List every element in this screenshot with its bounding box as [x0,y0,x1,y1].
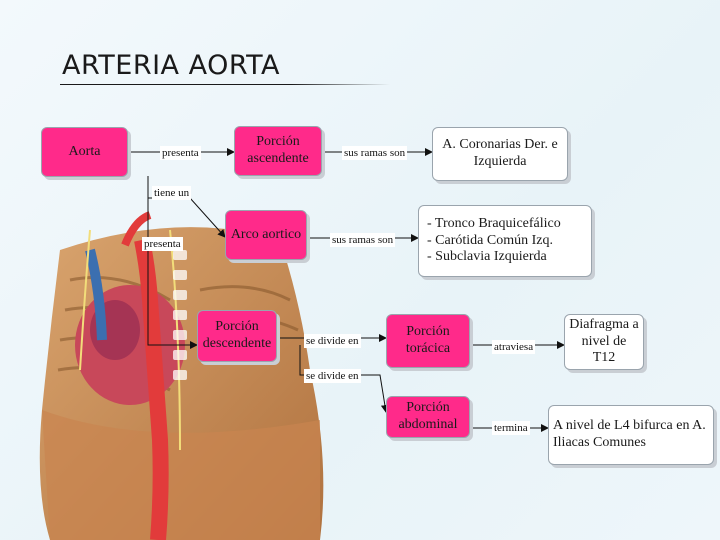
page-title: ARTERIA AORTA [62,50,281,81]
connector-sus-ramas-2: sus ramas son [330,233,396,248]
thorax-anatomy-illustration [39,211,324,540]
node-bifurca: A nivel de L4 bifurca en A. Iliacas Comu… [548,405,714,465]
node-porcion-ascendente-label: Porción ascendente [247,134,309,166]
vena-cava [85,248,107,341]
title-underline [60,84,390,85]
node-ramas-arco-label: - Tronco Braquicefálico - Carótida Común… [427,215,561,265]
connector-se-divide-1: se divide en [304,334,361,349]
connector-sus-ramas-1: sus ramas son [342,146,408,161]
node-aorta: Aorta [41,127,128,177]
node-porcion-descendente-label: Porción descendente [202,319,272,351]
link-aorta-descendente [147,238,198,349]
node-aorta-label: Aorta [68,143,101,159]
node-diafragma: Diafragma a nivel de T12 [564,314,644,370]
connector-presenta-2: presenta [142,237,183,252]
node-porcion-descendente: Porción descendente [197,310,277,362]
connector-termina: termina [492,421,530,436]
spine [173,250,187,380]
node-arco-aortico-label: Arco aortico [230,227,302,242]
connector-atraviesa: atraviesa [492,340,536,355]
node-bifurca-label: A nivel de L4 bifurca en A. Iliacas Comu… [553,418,706,450]
node-arco-aortico: Arco aortico [225,210,307,260]
node-porcion-abdominal-label: Porción abdominal [398,400,458,432]
node-porcion-toracica-label: Porción torácica [405,324,451,356]
node-coronarias-label: A. Coronarias Der. e Izquierda [442,137,558,169]
connector-presenta-1: presenta [160,146,201,161]
connector-tiene-un: tiene un [152,186,192,201]
node-ramas-arco: - Tronco Braquicefálico - Carótida Común… [418,205,592,277]
node-diafragma-label: Diafragma a nivel de T12 [569,316,639,366]
connector-se-divide-2: se divide en [304,369,361,384]
node-porcion-toracica: Porción torácica [386,314,470,368]
node-coronarias: A. Coronarias Der. e Izquierda [432,127,568,181]
node-porcion-abdominal: Porción abdominal [386,396,470,438]
node-porcion-ascendente: Porción ascendente [234,126,322,176]
diaphragm-shape [42,410,320,540]
